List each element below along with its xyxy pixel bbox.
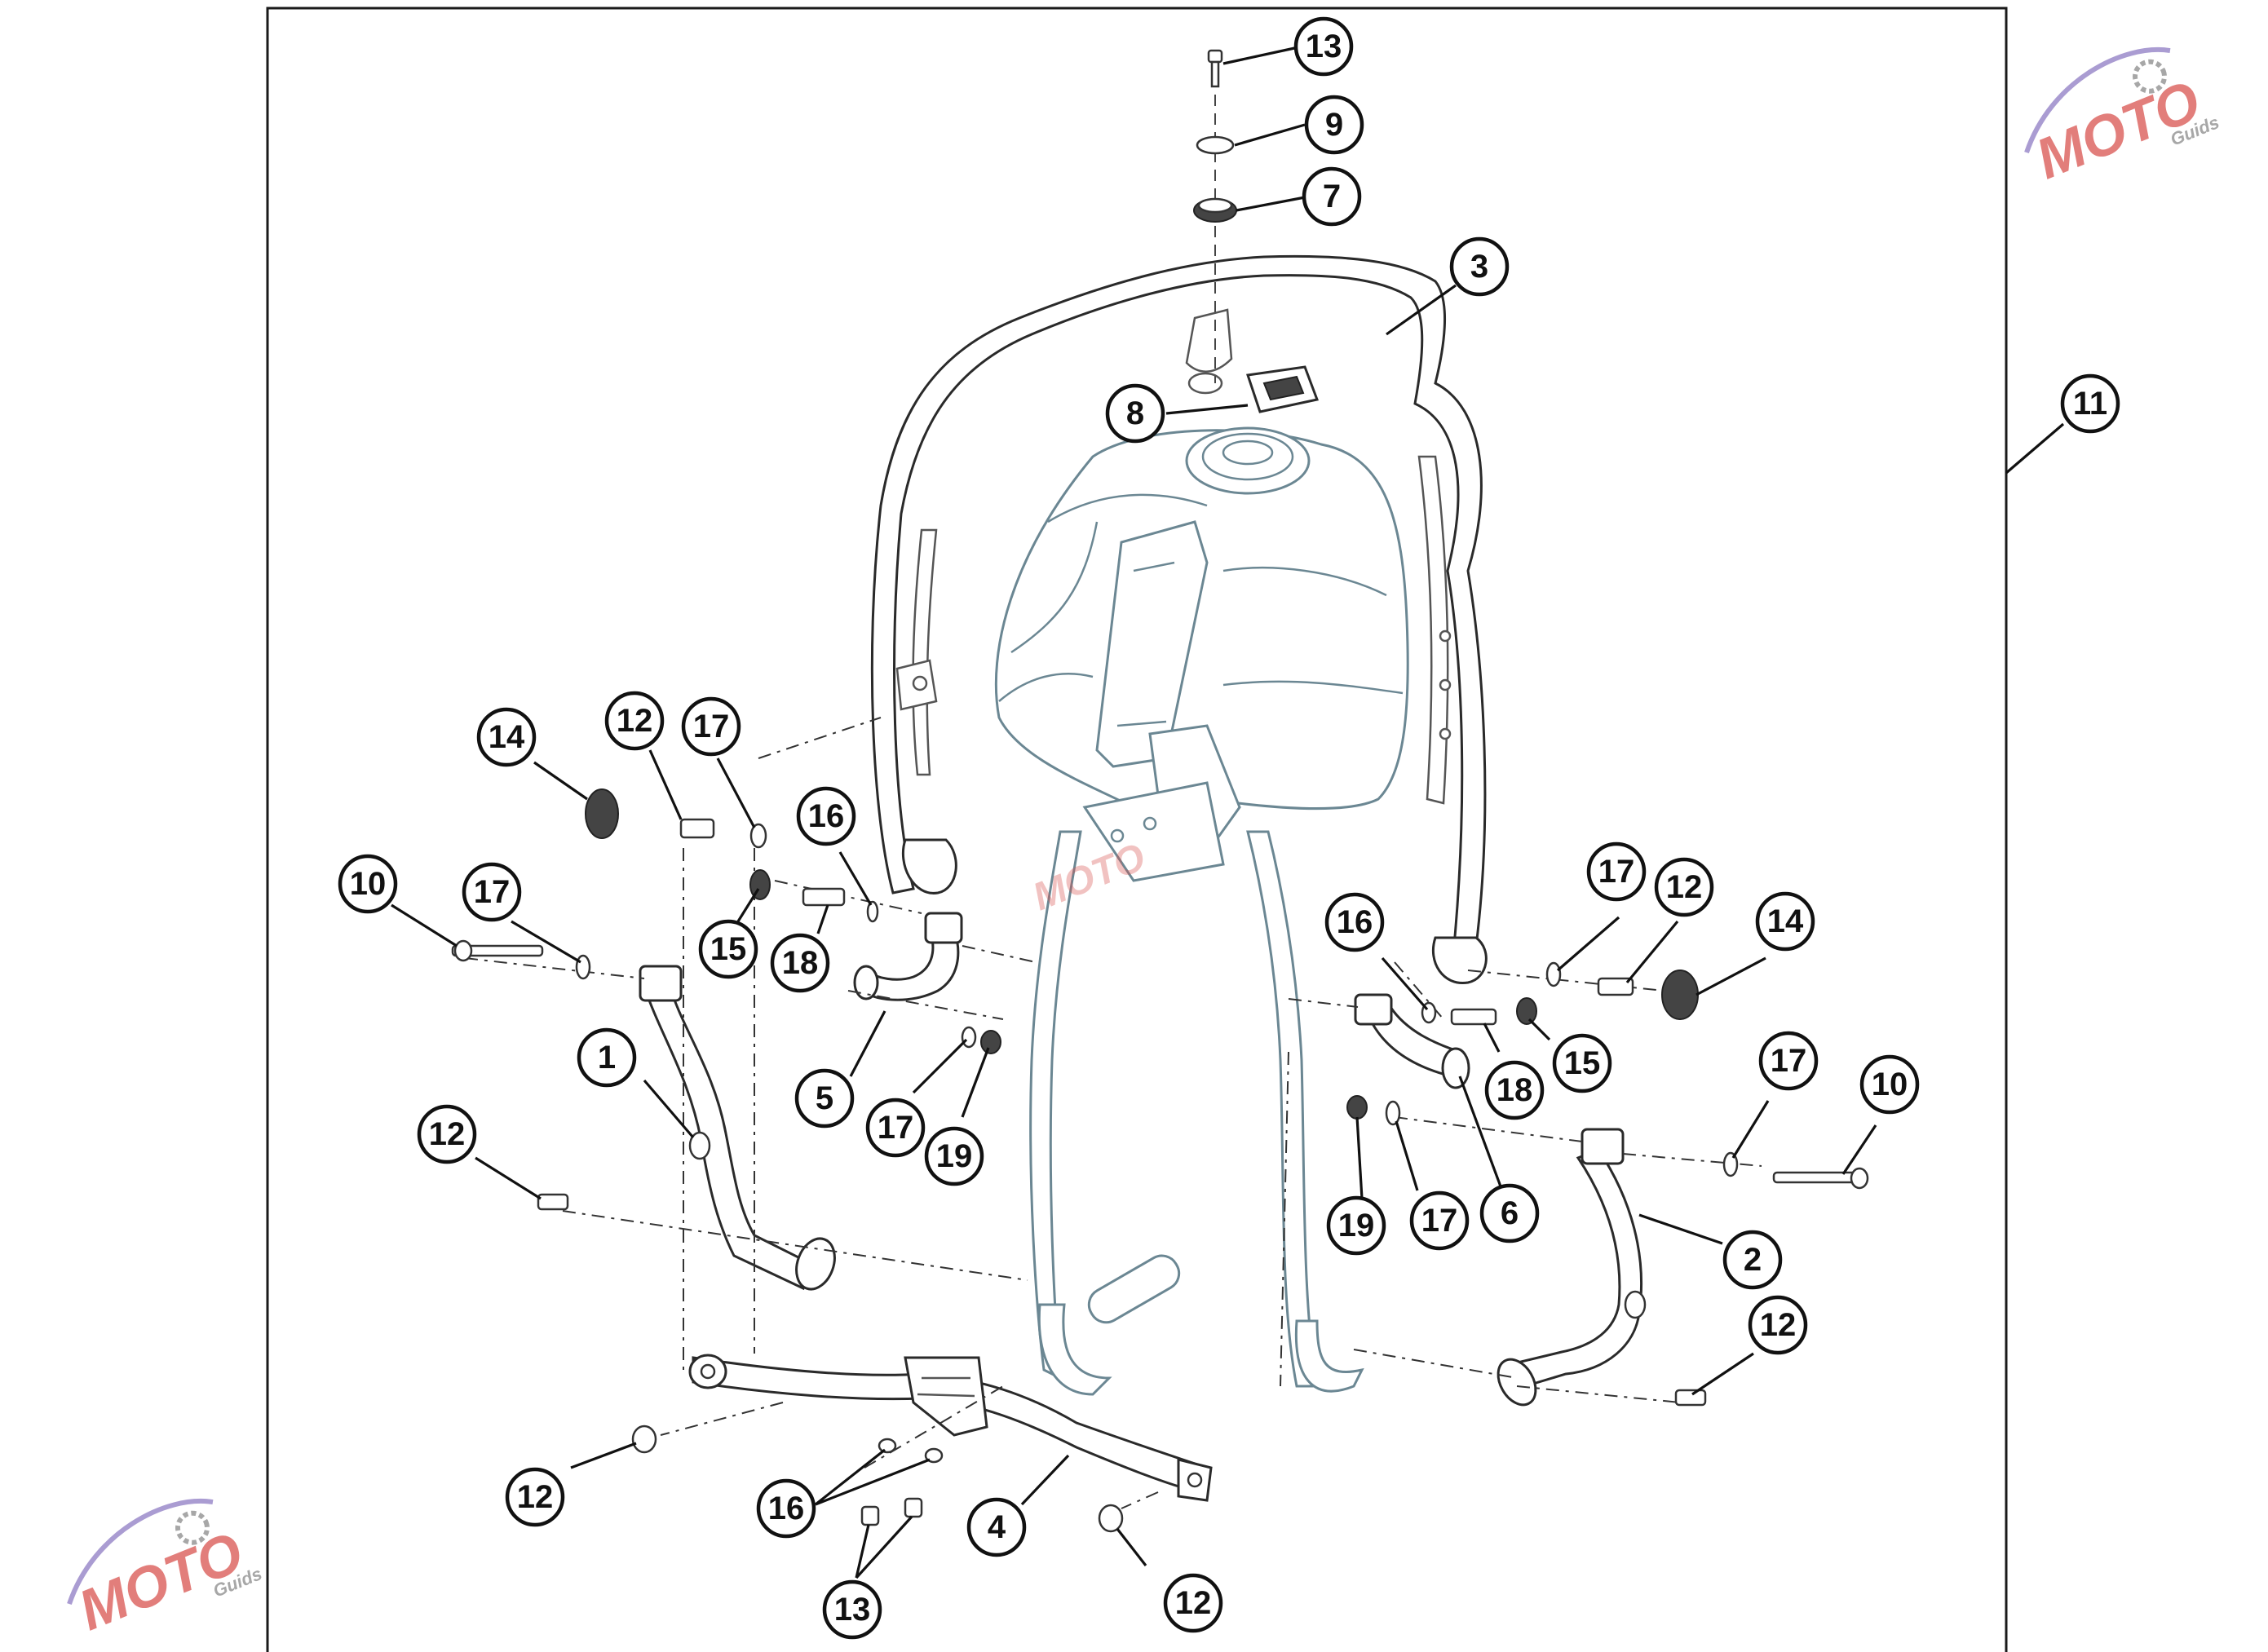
center-frame <box>1029 781 1364 1396</box>
callout-7: 7 <box>1302 166 1362 227</box>
callout-12-bottom-left: 12 <box>505 1467 565 1527</box>
svg-text:5: 5 <box>816 1080 833 1116</box>
callout-13-bottom: 13 <box>822 1579 882 1640</box>
watermark-logo-center: MOTO <box>1027 836 1152 920</box>
callout-19-right: 19 <box>1326 1195 1386 1256</box>
callout-12-bottom-right: 12 <box>1163 1573 1223 1633</box>
svg-text:17: 17 <box>1421 1203 1458 1239</box>
svg-text:16: 16 <box>1337 904 1373 940</box>
svg-text:17: 17 <box>1598 854 1635 890</box>
callout-14-right: 14 <box>1755 891 1815 952</box>
callout-17-left-lower: 17 <box>865 1098 926 1158</box>
svg-text:17: 17 <box>878 1110 914 1146</box>
svg-text:9: 9 <box>1325 107 1343 143</box>
svg-text:3: 3 <box>1470 249 1488 285</box>
callout-9: 9 <box>1304 95 1364 155</box>
callout-17-left-mid: 17 <box>462 862 522 922</box>
watermark-logo-top-right: MOTO Guids <box>2024 47 2222 191</box>
svg-text:12: 12 <box>617 703 653 739</box>
callout-12-right-upper: 12 <box>1654 857 1714 917</box>
part-1-left-lower-bar <box>639 965 836 1291</box>
callouts: 13 9 7 3 8 11 14 12 17 16 10 17 15 18 1 … <box>338 16 2120 1640</box>
svg-text:18: 18 <box>782 945 819 981</box>
part-5-clamp <box>853 912 963 1001</box>
svg-text:12: 12 <box>1175 1585 1212 1621</box>
svg-text:17: 17 <box>1771 1043 1807 1079</box>
callout-4: 4 <box>966 1497 1027 1557</box>
svg-text:16: 16 <box>808 798 845 834</box>
callout-5: 5 <box>794 1068 855 1129</box>
svg-text:13: 13 <box>1306 29 1342 64</box>
svg-text:17: 17 <box>693 709 730 744</box>
callout-2: 2 <box>1722 1230 1783 1290</box>
part-6-clamp <box>1354 993 1470 1089</box>
svg-text:6: 6 <box>1501 1195 1519 1231</box>
svg-text:19: 19 <box>1338 1208 1375 1243</box>
callout-12-right-lower: 12 <box>1748 1295 1808 1355</box>
svg-text:10: 10 <box>1872 1067 1908 1102</box>
callout-16-bottom: 16 <box>756 1478 816 1539</box>
callout-3: 3 <box>1449 236 1510 297</box>
svg-text:4: 4 <box>988 1509 1006 1545</box>
callout-17-right-upper: 17 <box>1586 841 1647 902</box>
part-8-bracket <box>1246 365 1320 413</box>
callout-18-left: 18 <box>770 933 830 993</box>
callout-19-left: 19 <box>924 1126 984 1186</box>
svg-text:17: 17 <box>474 874 511 910</box>
callout-6: 6 <box>1479 1183 1540 1243</box>
callout-16-right: 16 <box>1324 892 1385 952</box>
svg-text:MOTO: MOTO <box>1027 836 1152 920</box>
callout-1: 1 <box>577 1027 637 1088</box>
part-3-upper-crash-bar <box>870 254 1488 984</box>
svg-text:14: 14 <box>489 719 525 755</box>
svg-text:10: 10 <box>350 866 387 902</box>
svg-text:18: 18 <box>1497 1072 1533 1108</box>
callout-17-right-lower: 17 <box>1409 1190 1470 1251</box>
assembly-lines <box>464 57 1762 1509</box>
svg-text:16: 16 <box>768 1491 805 1526</box>
diagram-frame <box>266 7 2008 1652</box>
svg-text:2: 2 <box>1744 1242 1762 1278</box>
svg-text:15: 15 <box>1564 1045 1601 1081</box>
svg-text:19: 19 <box>936 1138 973 1174</box>
callout-8: 8 <box>1105 383 1165 444</box>
callout-12-left-mid: 12 <box>417 1104 477 1164</box>
svg-text:12: 12 <box>429 1116 466 1152</box>
callout-12-left-upper: 12 <box>604 691 665 751</box>
svg-text:11: 11 <box>2073 386 2107 422</box>
svg-text:7: 7 <box>1323 179 1341 214</box>
callout-16-left: 16 <box>796 786 856 846</box>
svg-text:14: 14 <box>1767 903 1804 939</box>
svg-text:12: 12 <box>1666 869 1703 905</box>
svg-text:12: 12 <box>517 1479 554 1515</box>
part-4-bottom-crossbar <box>688 1354 1213 1502</box>
callout-10-left: 10 <box>338 854 398 914</box>
svg-text:8: 8 <box>1126 395 1144 431</box>
callout-13-top: 13 <box>1293 16 1354 77</box>
watermark-logo-bottom-left: MOTO Guids <box>67 1499 265 1642</box>
callout-18-right: 18 <box>1484 1060 1545 1120</box>
leader-lines <box>391 46 2065 1579</box>
svg-text:15: 15 <box>710 931 747 967</box>
callout-15-left: 15 <box>698 919 758 979</box>
svg-text:12: 12 <box>1760 1307 1797 1343</box>
svg-text:13: 13 <box>834 1592 871 1628</box>
svg-text:1: 1 <box>598 1040 616 1076</box>
callout-17-right-mid: 17 <box>1758 1031 1819 1091</box>
callout-15-right: 15 <box>1552 1033 1612 1093</box>
callout-17-left-upper: 17 <box>681 696 741 757</box>
part-2-right-lower-bar <box>1497 1128 1647 1407</box>
callout-11: 11 <box>2060 373 2120 434</box>
callout-14-left: 14 <box>476 707 537 767</box>
callout-10-right: 10 <box>1859 1054 1920 1115</box>
hardware <box>451 49 1869 1533</box>
